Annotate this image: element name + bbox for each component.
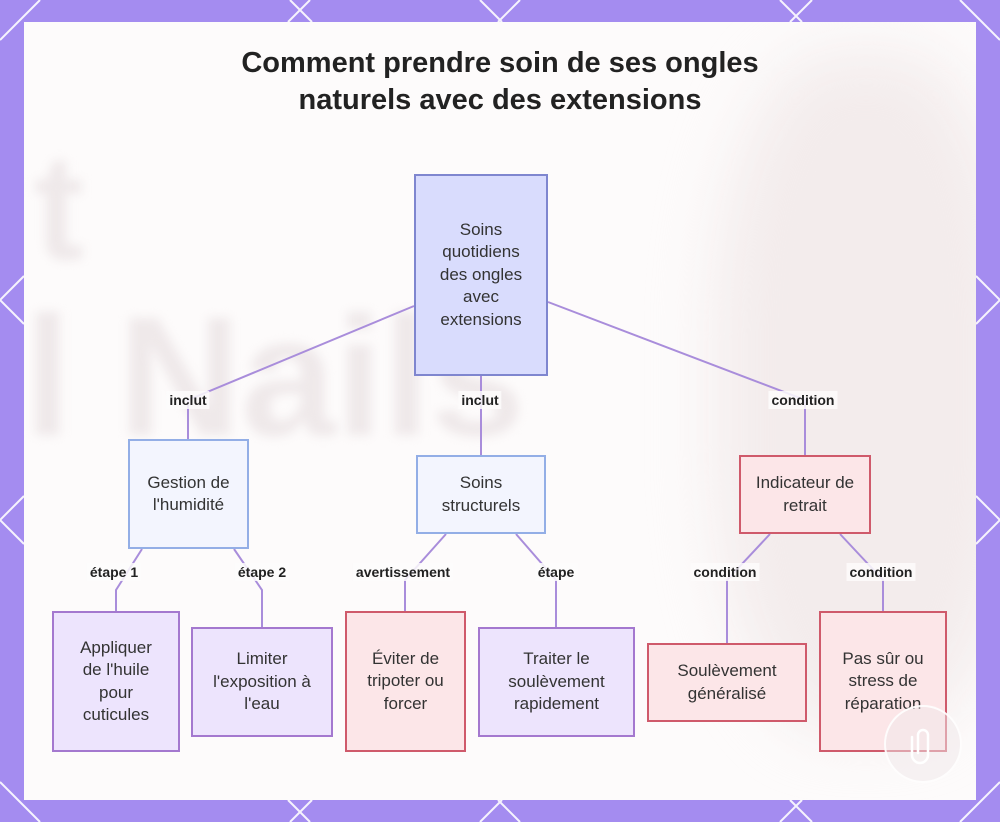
edge-label-avertissement: avertissement xyxy=(352,563,454,581)
edge-label-etape: étape xyxy=(534,563,578,581)
watermark-logo xyxy=(884,705,962,783)
node-treat-lifting: Traiter le soulèvement rapidement xyxy=(478,627,635,737)
edge-label-condition-general: condition xyxy=(690,563,760,581)
edge-label-inclut-1: inclut xyxy=(166,391,210,409)
title-line-1: Comment prendre soin de ses ongles xyxy=(241,47,759,79)
edge-humidity-water xyxy=(233,548,263,628)
node-avoid-tampering: Éviter de tripoter ou forcer xyxy=(345,611,466,752)
edge-label-condition-unsure: condition xyxy=(846,563,916,581)
title-line-2: naturels avec des extensions xyxy=(298,84,702,116)
edge-label-condition-root: condition xyxy=(768,391,838,409)
edge-humidity-oil xyxy=(115,548,143,612)
node-root: Soins quotidiens des ongles avec extensi… xyxy=(414,174,548,376)
paperclip-icon xyxy=(910,728,930,765)
edge-label-inclut-2: inclut xyxy=(458,391,502,409)
edge-root-removal xyxy=(547,301,806,455)
edge-label-etape-2: étape 2 xyxy=(234,563,290,581)
diagram-title: Comment prendre soin de ses ongles natur… xyxy=(0,45,1000,119)
node-structural-care: Soins structurels xyxy=(416,455,546,534)
edge-structural-lifting xyxy=(515,533,557,628)
node-general-lifting: Soulèvement généralisé xyxy=(647,643,807,722)
edge-removal-general xyxy=(726,533,771,644)
node-humidity-management: Gestion de l'humidité xyxy=(128,439,249,549)
node-removal-indicator: Indicateur de retrait xyxy=(739,455,871,534)
node-apply-cuticle-oil: Appliquer de l'huile pour cuticules xyxy=(52,611,180,752)
edge-root-humidity xyxy=(187,305,415,440)
node-limit-water-exposure: Limiter l'exposition à l'eau xyxy=(191,627,333,737)
edge-label-etape-1: étape 1 xyxy=(86,563,142,581)
background-text-1: t xyxy=(34,123,84,291)
